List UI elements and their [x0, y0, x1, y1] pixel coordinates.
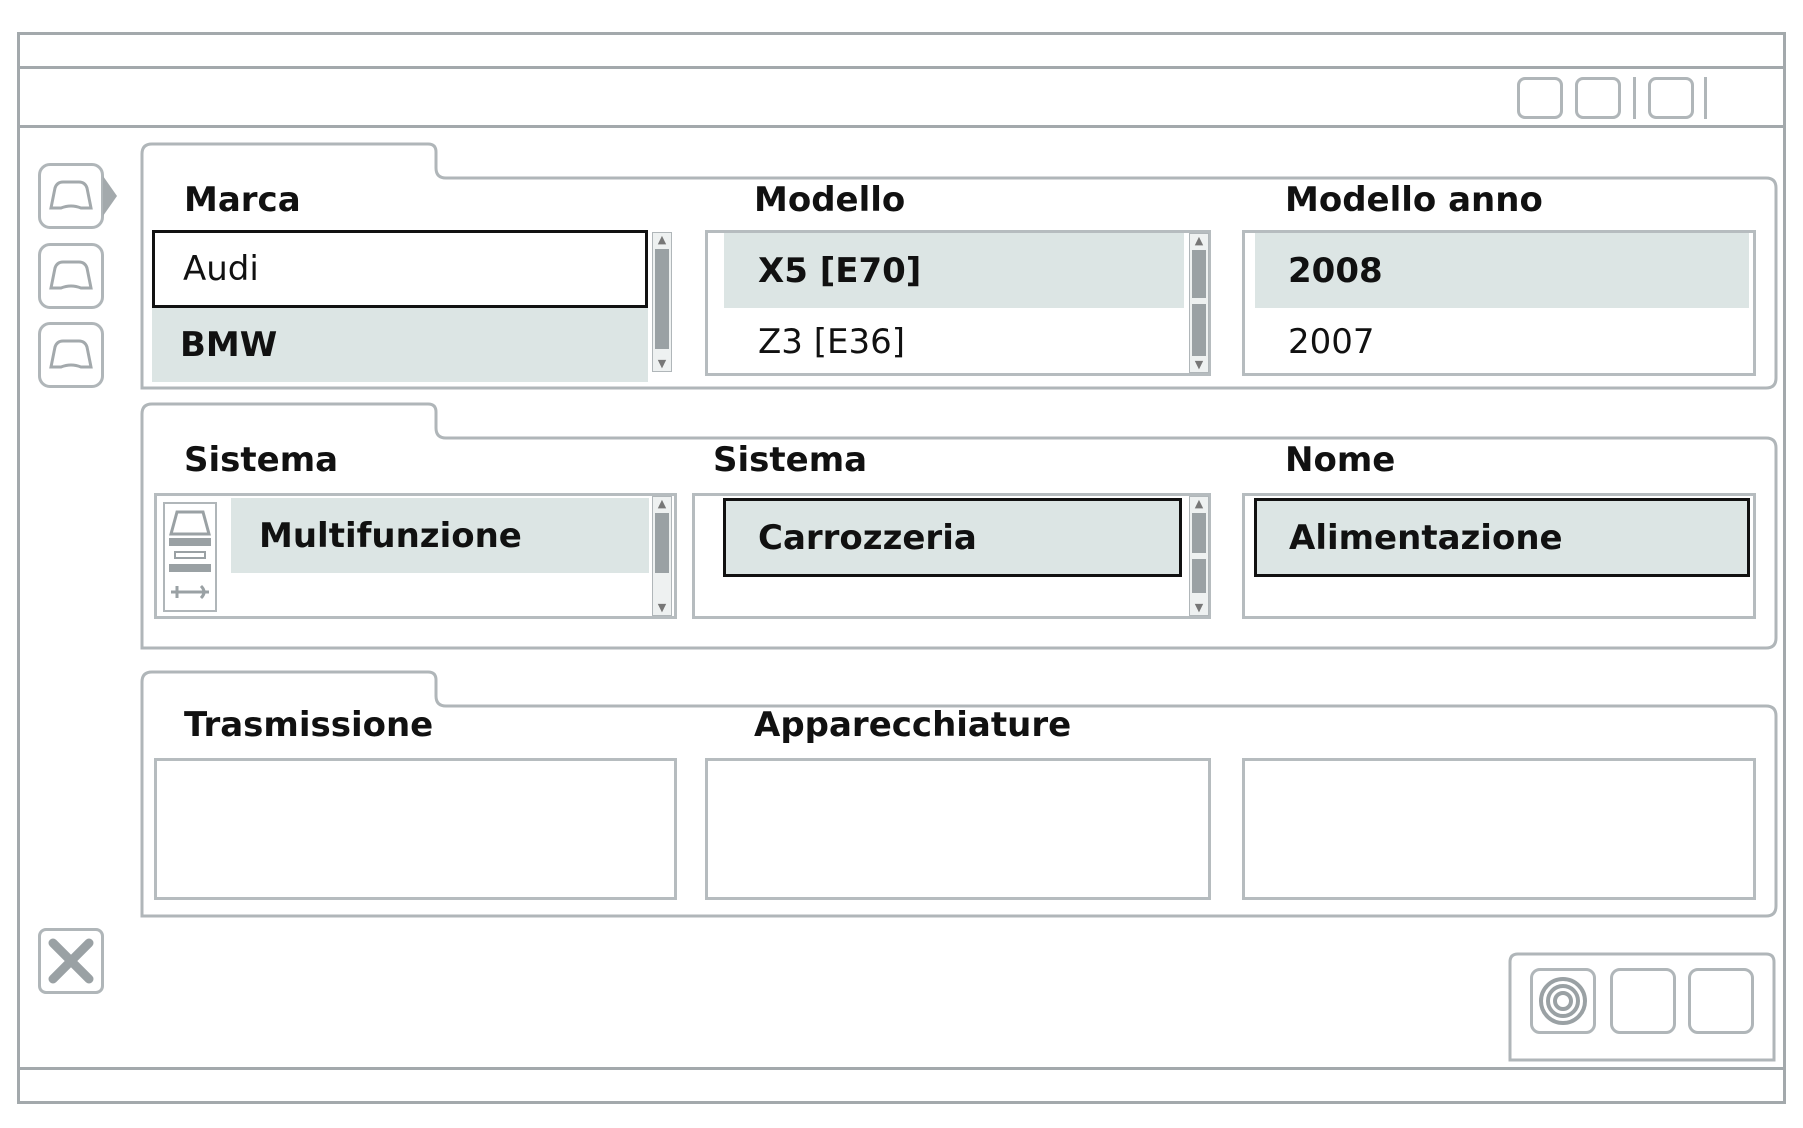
list-item-alimentazione[interactable]: Alimentazione [1254, 498, 1750, 577]
scroll-up-icon[interactable]: ▲ [657, 233, 667, 246]
marca-label: Marca [184, 180, 301, 220]
nome-list[interactable]: Alimentazione [1242, 493, 1756, 619]
car-icon [49, 260, 93, 290]
sistema-list-1[interactable]: Multifunzione ▲ ▼ [154, 493, 677, 619]
modello-list[interactable]: X5 [E70] Z3 [E36] ▲ ▼ [705, 230, 1211, 376]
scroll-thumb[interactable] [1192, 250, 1206, 298]
sistema-label-1: Sistema [184, 440, 339, 480]
scroll-up-icon[interactable]: ▲ [1194, 497, 1204, 510]
sistema-label-2: Sistema [713, 440, 868, 480]
car-diagnostic-icon [169, 510, 211, 600]
side-tab-vehicle-3[interactable] [38, 322, 104, 388]
scroll-thumb[interactable] [1192, 513, 1206, 553]
scroll-down-icon[interactable]: ▼ [1194, 601, 1204, 614]
active-tab-indicator-icon [103, 176, 117, 216]
close-icon [48, 938, 94, 984]
list-item-2008[interactable]: 2008 [1255, 233, 1749, 308]
app-window [17, 32, 1786, 1104]
trasmissione-list[interactable] [154, 758, 677, 900]
nome-label: Nome [1285, 440, 1396, 480]
window-button-3[interactable] [1648, 77, 1694, 119]
side-tab-vehicle-2[interactable] [38, 243, 104, 309]
list-item-2007[interactable]: 2007 [1288, 322, 1375, 362]
scroll-thumb[interactable] [655, 249, 669, 349]
window-separator [1633, 77, 1636, 119]
side-tab-vehicle-1[interactable] [38, 163, 104, 229]
disc-icon [1539, 977, 1587, 1025]
scroll-thumb-lower[interactable] [1192, 304, 1206, 356]
window-button-1[interactable] [1517, 77, 1563, 119]
list-item-bmw[interactable]: BMW [152, 308, 648, 382]
system-thumbnail [163, 502, 217, 612]
marca-list[interactable]: Audi BMW ▲ ▼ [152, 230, 677, 382]
sistema-2-scrollbar[interactable]: ▲ ▼ [1189, 496, 1209, 616]
list-item-carrozzeria[interactable]: Carrozzeria [723, 498, 1182, 577]
scroll-up-icon[interactable]: ▲ [657, 497, 667, 510]
scroll-down-icon[interactable]: ▼ [657, 601, 667, 614]
close-button[interactable] [38, 928, 104, 994]
status-bar-divider [17, 1067, 1786, 1070]
sistema-list-2[interactable]: Carrozzeria ▲ ▼ [692, 493, 1211, 619]
scroll-thumb-lower[interactable] [1192, 559, 1206, 593]
scroll-thumb[interactable] [655, 513, 669, 573]
toolbar-divider [17, 125, 1786, 128]
scroll-down-icon[interactable]: ▼ [1194, 358, 1204, 371]
modello-anno-label: Modello anno [1285, 180, 1543, 220]
car-icon [49, 339, 93, 369]
disc-button[interactable] [1530, 968, 1596, 1034]
action-button-2[interactable] [1610, 968, 1676, 1034]
scroll-down-icon[interactable]: ▼ [657, 357, 667, 370]
list-item-audi[interactable]: Audi [152, 230, 648, 308]
scroll-up-icon[interactable]: ▲ [1194, 234, 1204, 247]
list-item-x5-e70[interactable]: X5 [E70] [724, 233, 1184, 308]
apparecchiature-list[interactable] [705, 758, 1211, 900]
title-bar-divider [17, 66, 1786, 69]
modello-scrollbar[interactable]: ▲ ▼ [1189, 233, 1209, 373]
list-item-multifunzione[interactable]: Multifunzione [231, 498, 649, 573]
list-item-z3-e36[interactable]: Z3 [E36] [758, 322, 906, 362]
window-separator-2 [1704, 77, 1707, 119]
car-icon [49, 180, 93, 210]
apparecchiature-label: Apparecchiature [754, 705, 1072, 745]
trasmissione-label: Trasmissione [184, 705, 434, 745]
modello-anno-list[interactable]: 2008 2007 [1242, 230, 1756, 376]
sistema-1-scrollbar[interactable]: ▲ ▼ [652, 496, 672, 616]
marca-scrollbar[interactable]: ▲ ▼ [652, 232, 672, 372]
action-button-3[interactable] [1688, 968, 1754, 1034]
window-button-2[interactable] [1575, 77, 1621, 119]
modello-label: Modello [754, 180, 906, 220]
extra-list[interactable] [1242, 758, 1756, 900]
